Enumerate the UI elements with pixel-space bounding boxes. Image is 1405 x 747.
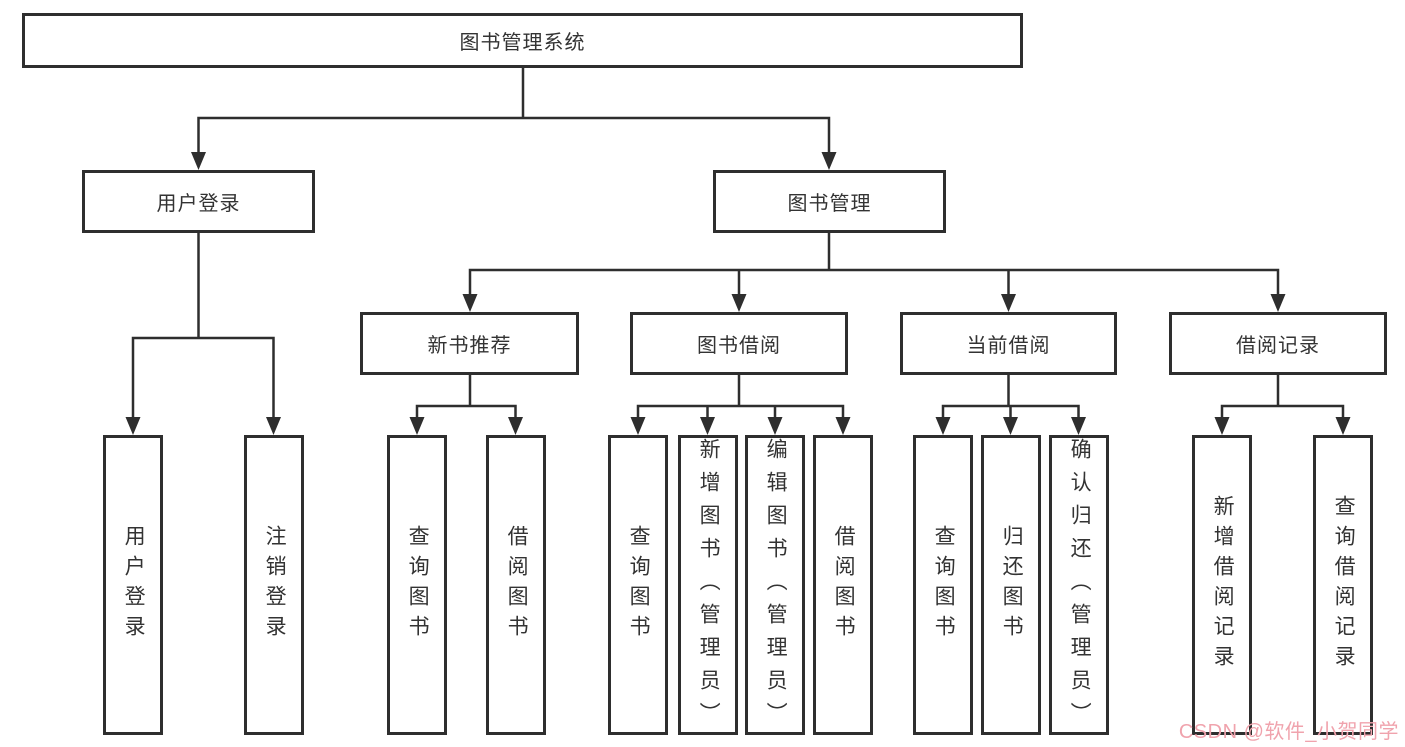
connector-lines	[131, 68, 1345, 420]
leaf-nbr-query-books-label: 查询图书	[406, 525, 430, 645]
leaf-cb-return-books: 归还图书	[981, 435, 1041, 735]
node-book-management-label: 图书管理	[787, 193, 872, 215]
leaf-bb-edit-books-admin-label: 编辑图书（管理员）	[764, 438, 788, 735]
node-user-login: 用户登录	[82, 170, 315, 233]
leaf-cb-confirm-return-admin-label: 确认归还（管理员）	[1068, 438, 1092, 735]
leaf-bb-borrow-books: 借阅图书	[813, 435, 873, 735]
leaf-bb-query-books: 查询图书	[608, 435, 668, 735]
leaf-br-query-record: 查询借阅记录	[1313, 435, 1373, 735]
leaf-nbr-borrow-books: 借阅图书	[486, 435, 546, 735]
node-root-label: 图书管理系统	[459, 32, 586, 54]
watermark: CSDN @软件_小贺同学	[1178, 721, 1399, 743]
leaf-br-add-record-label: 新增借阅记录	[1211, 495, 1235, 675]
leaf-nbr-borrow-books-label: 借阅图书	[505, 525, 529, 645]
node-current-borrowing: 当前借阅	[900, 312, 1117, 375]
leaf-cb-confirm-return-admin: 确认归还（管理员）	[1049, 435, 1109, 735]
leaf-bb-edit-books-admin: 编辑图书（管理员）	[745, 435, 805, 735]
leaf-bb-query-books-label: 查询图书	[627, 525, 651, 645]
leaf-bb-add-books-admin: 新增图书（管理员）	[678, 435, 738, 735]
node-book-management: 图书管理	[713, 170, 946, 233]
leaf-user-login: 用户登录	[103, 435, 163, 735]
leaf-br-query-record-label: 查询借阅记录	[1332, 495, 1356, 675]
node-new-book-recommend: 新书推荐	[360, 312, 579, 375]
leaf-cb-query-books: 查询图书	[913, 435, 973, 735]
node-borrowing-records-label: 借阅记录	[1236, 335, 1320, 357]
node-book-borrowing-label: 图书借阅	[697, 335, 781, 357]
node-new-book-recommend-label: 新书推荐	[427, 335, 512, 357]
leaf-br-add-record: 新增借阅记录	[1192, 435, 1252, 735]
leaf-logout: 注销登录	[244, 435, 304, 735]
leaf-user-login-label: 用户登录	[122, 525, 146, 645]
node-current-borrowing-label: 当前借阅	[966, 335, 1051, 357]
node-root: 图书管理系统	[22, 13, 1023, 68]
leaf-bb-add-books-admin-label: 新增图书（管理员）	[697, 438, 721, 735]
leaf-nbr-query-books: 查询图书	[387, 435, 447, 735]
node-borrowing-records: 借阅记录	[1169, 312, 1387, 375]
leaf-cb-return-books-label: 归还图书	[1000, 525, 1024, 645]
node-book-borrowing: 图书借阅	[630, 312, 848, 375]
leaf-bb-borrow-books-label: 借阅图书	[832, 525, 856, 645]
node-user-login-label: 用户登录	[156, 193, 241, 215]
leaf-cb-query-books-label: 查询图书	[932, 525, 956, 645]
leaf-logout-label: 注销登录	[263, 525, 287, 645]
